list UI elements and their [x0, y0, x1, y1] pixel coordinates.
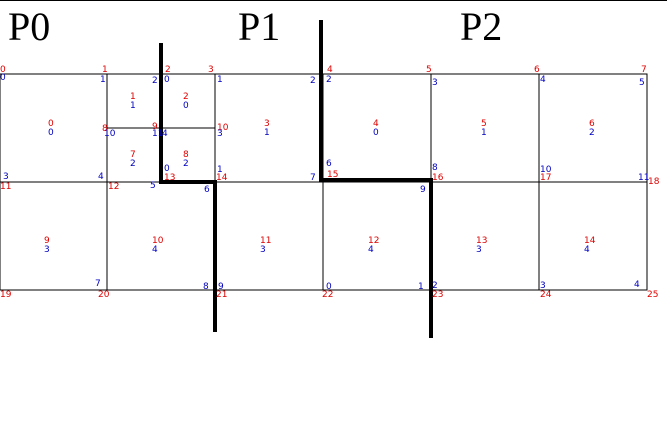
node-local-id: 5 [150, 181, 156, 191]
node-local-id: 4 [540, 75, 546, 85]
cell-local-id: 2 [183, 159, 189, 169]
node-global-id: 14 [216, 173, 228, 183]
partition-label-p2: P2 [460, 4, 502, 49]
node-local-id: 0 [326, 282, 332, 292]
node-global-id: 7 [641, 65, 647, 75]
cell-global-id: 3 [264, 119, 270, 129]
node-local-id: 3 [540, 281, 546, 291]
node-local-id: 10 [104, 129, 116, 139]
node-global-id: 18 [648, 177, 660, 187]
node-local-id: 7 [310, 173, 316, 183]
node-local-id: 4 [634, 280, 640, 290]
node-global-id: 2 [165, 65, 171, 75]
partition-label-p0: P0 [8, 4, 50, 49]
cell-global-id: 14 [584, 236, 596, 246]
node-global-id: 5 [426, 65, 432, 75]
cell-local-id: 3 [44, 245, 50, 255]
node-local-id: 6 [204, 185, 210, 195]
node-local-id: 8 [203, 282, 209, 292]
node-global-id: 10 [217, 123, 229, 133]
cell-global-id: 9 [44, 236, 50, 246]
cell-local-id: 2 [130, 159, 136, 169]
cell-global-id: 10 [152, 236, 164, 246]
node-local-id: 4 [98, 172, 104, 182]
node-local-id: 10 [540, 165, 552, 175]
cell-local-id: 0 [373, 128, 379, 138]
node-local-id: 5 [639, 78, 645, 88]
cell-global-id: 7 [130, 150, 136, 160]
node-global-id: 22 [322, 290, 333, 300]
node-local-id: 2 [326, 75, 332, 85]
node-local-id: 9 [420, 185, 426, 195]
node-local-id: 7 [95, 279, 101, 289]
node-local-id: 4 [162, 129, 168, 139]
partition-boundary-p1-p2 [319, 20, 433, 338]
node-global-id: 4 [327, 65, 333, 75]
node-global-id: 0 [0, 65, 6, 75]
node-global-id: 21 [216, 290, 227, 300]
node-local-id: 3 [217, 129, 223, 139]
cell-global-id: 12 [368, 236, 379, 246]
node-global-id: 6 [534, 65, 540, 75]
node-local-id: 11 [638, 173, 649, 183]
cell-global-id: 1 [130, 92, 136, 102]
cell-global-id: 4 [373, 119, 379, 129]
cell-global-id: 13 [476, 236, 487, 246]
node-global-id: 23 [432, 290, 443, 300]
node-local-id: 1 [217, 75, 223, 85]
node-local-id: 2 [310, 76, 316, 86]
cell-local-id: 0 [48, 128, 54, 138]
node-global-id: 3 [208, 65, 214, 75]
node-local-id: 1 [100, 75, 106, 85]
node-local-id: 8 [432, 163, 438, 173]
node-local-id: 11 [152, 129, 163, 139]
node-local-id: 1 [217, 165, 223, 175]
node-global-id: 24 [540, 290, 552, 300]
cell-local-id: 3 [476, 245, 482, 255]
partition-boundary-p0-p1 [159, 43, 217, 332]
partition-label-p1: P1 [238, 4, 280, 49]
node-local-id: 0 [0, 73, 6, 83]
node-global-id: 13 [164, 173, 175, 183]
node-global-id: 25 [647, 290, 658, 300]
cell-global-id: 2 [183, 92, 189, 102]
cell-global-id: 0 [48, 119, 54, 129]
cell-local-id: 0 [183, 101, 189, 111]
node-global-id: 17 [540, 173, 551, 183]
cell-global-id: 8 [183, 150, 189, 160]
cell-local-id: 1 [264, 128, 270, 138]
node-global-id: 9 [152, 122, 158, 132]
cell-global-id: 6 [589, 119, 595, 129]
cell-local-id: 3 [260, 245, 266, 255]
node-local-id: 1 [418, 282, 424, 292]
node-local-id: 2 [432, 281, 438, 291]
cell-local-id: 2 [589, 128, 595, 138]
cell-global-id: 5 [481, 119, 487, 129]
node-local-id: 3 [432, 78, 438, 88]
cell-local-id: 4 [368, 245, 374, 255]
cell-local-id: 4 [584, 245, 590, 255]
node-local-id: 3 [3, 172, 9, 182]
node-local-id: 0 [164, 75, 170, 85]
node-global-id: 16 [432, 173, 444, 183]
node-global-id: 15 [327, 170, 338, 180]
node-global-id: 19 [0, 290, 12, 300]
node-global-id: 11 [0, 182, 11, 192]
node-global-id: 12 [108, 182, 119, 192]
node-local-id: 2 [152, 76, 158, 86]
node-global-id: 1 [102, 65, 108, 75]
node-global-id: 8 [102, 124, 108, 134]
node-local-id: 0 [164, 164, 170, 174]
cell-local-id: 1 [130, 101, 136, 111]
node-local-id: 9 [218, 282, 224, 292]
node-global-id: 20 [98, 290, 110, 300]
cell-global-id: 11 [260, 236, 271, 246]
cell-local-id: 1 [481, 128, 487, 138]
cell-local-id: 4 [152, 245, 158, 255]
node-local-id: 6 [326, 159, 332, 169]
partition-boundaries [159, 20, 433, 338]
